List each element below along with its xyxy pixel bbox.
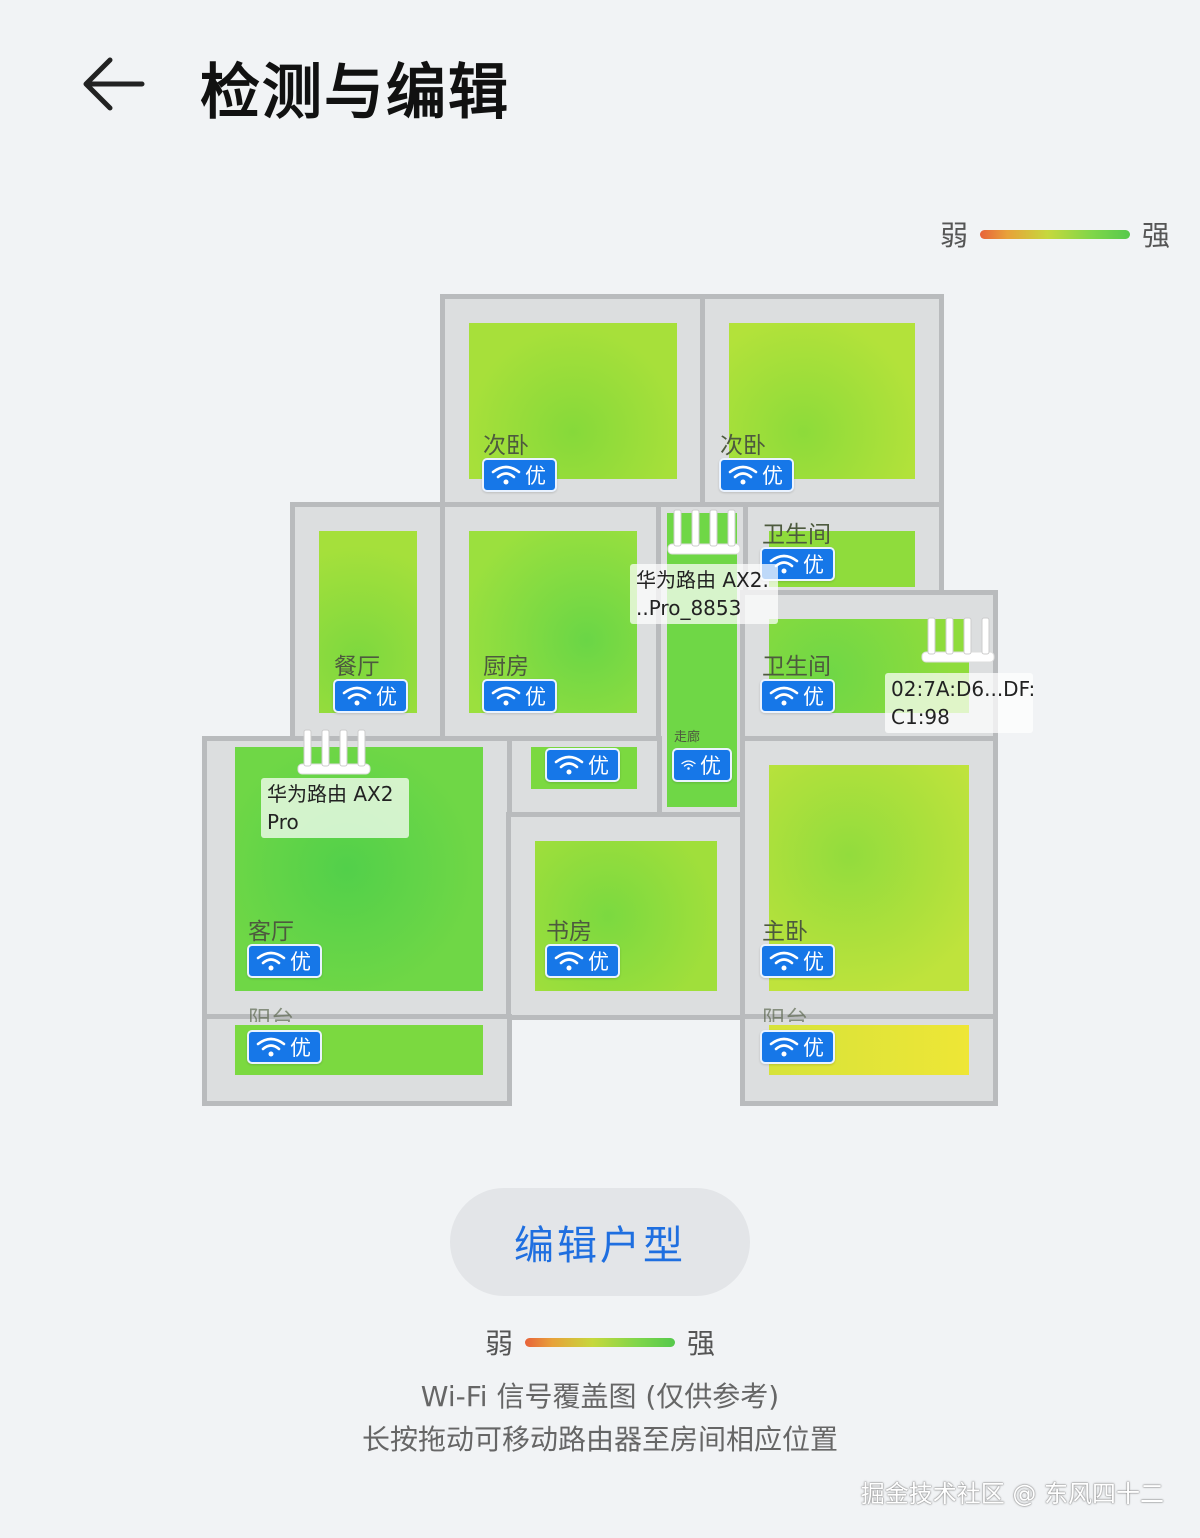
room-label: 次卧 [483,433,529,459]
wifi-icon [769,951,799,971]
legend-strong-label: 强 [1142,219,1171,252]
header: 检测与编辑 [0,0,1200,170]
back-button[interactable] [78,48,150,120]
signal-text: 优 [700,754,721,778]
legend-weak-label: 弱 [485,1327,514,1360]
room-study[interactable] [506,812,746,1020]
signal-badge: 优 [760,679,835,713]
room-label: 走廊 [674,730,701,745]
wifi-icon [256,951,286,971]
edit-floorplan-button[interactable]: 编辑户型 [450,1188,750,1296]
legend-gradient-bar [525,1337,676,1347]
legend-gradient-bar [980,229,1131,239]
signal-legend-top: 弱 强 [940,214,1170,254]
signal-text: 优 [376,685,397,709]
signal-text: 优 [290,1036,311,1060]
wifi-icon [342,686,372,706]
signal-badge: 优 [760,944,835,978]
drag-hint: 长按拖动可移动路由器至房间相应位置 [361,1423,838,1456]
legend-strong-label: 强 [687,1327,716,1360]
signal-badge: 优 [719,458,794,492]
signal-badge: 优 [247,1030,322,1064]
room-label: 卫生间 [762,522,831,548]
signal-text: 优 [762,464,783,488]
legend-weak-label: 弱 [940,219,969,252]
wifi-icon [681,760,696,770]
router-name: 华为路由 AX2. ..Pro_8853 [630,564,778,624]
signal-text: 优 [803,685,824,709]
wifi-icon [769,1037,799,1057]
signal-text: 优 [803,1036,824,1060]
router-name: 02:7A:D6...DF: C1:98 [885,673,1035,733]
signal-badge: 优 [247,944,322,978]
router-icon[interactable] [664,508,744,556]
room-label: 书房 [546,919,592,945]
signal-badge: 优 [482,458,557,492]
wifi-icon [554,951,584,971]
wifi-icon [491,686,521,706]
page-title: 检测与编辑 [200,58,510,128]
signal-badge: 优 [545,944,620,978]
room-label: 客厅 [248,919,294,945]
signal-badge: 优 [545,748,620,782]
signal-text: 优 [290,950,311,974]
signal-text: 优 [588,950,609,974]
signal-badge: 优 [672,748,732,782]
router-icon[interactable] [918,616,998,664]
router-icon[interactable] [294,728,374,776]
signal-badge: 优 [333,679,408,713]
router-name: 华为路由 AX2 Pro [261,778,409,838]
room-label: 阳台 [762,1007,808,1022]
signal-text: 优 [803,950,824,974]
signal-text: 优 [525,464,546,488]
signal-text: 优 [803,553,824,577]
wifi-icon [491,465,521,485]
room-label: 厨房 [483,654,529,680]
signal-text: 优 [588,754,609,778]
room-kitchen[interactable] [440,502,666,742]
wifi-icon [256,1037,286,1057]
room-label: 卫生间 [762,654,831,680]
wifi-icon [728,465,758,485]
room-balcony-a[interactable] [202,1014,512,1106]
signal-badge: 优 [482,679,557,713]
coverage-caption: Wi-Fi 信号覆盖图 (仅供参考) [420,1380,780,1413]
arrow-left-icon [83,57,145,111]
room-bedroom-2a[interactable] [440,294,706,508]
watermark: 掘金技术社区 @ 东风四十二 [860,1480,1164,1508]
room-label: 次卧 [720,433,766,459]
signal-badge: 优 [760,1030,835,1064]
room-label: 阳台 [248,1007,294,1022]
signal-text: 优 [525,685,546,709]
signal-legend-bottom: 弱 强 [485,1322,715,1362]
floor-plan: 次卧 优 次卧 优 卫生间 优 餐厅 优 厨房 优 卫生间 优 走廊 优 客厅 … [202,294,1035,1106]
room-label: 餐厅 [334,654,380,680]
wifi-icon [554,755,584,775]
room-label: 主卧 [762,919,808,945]
wifi-icon [769,686,799,706]
